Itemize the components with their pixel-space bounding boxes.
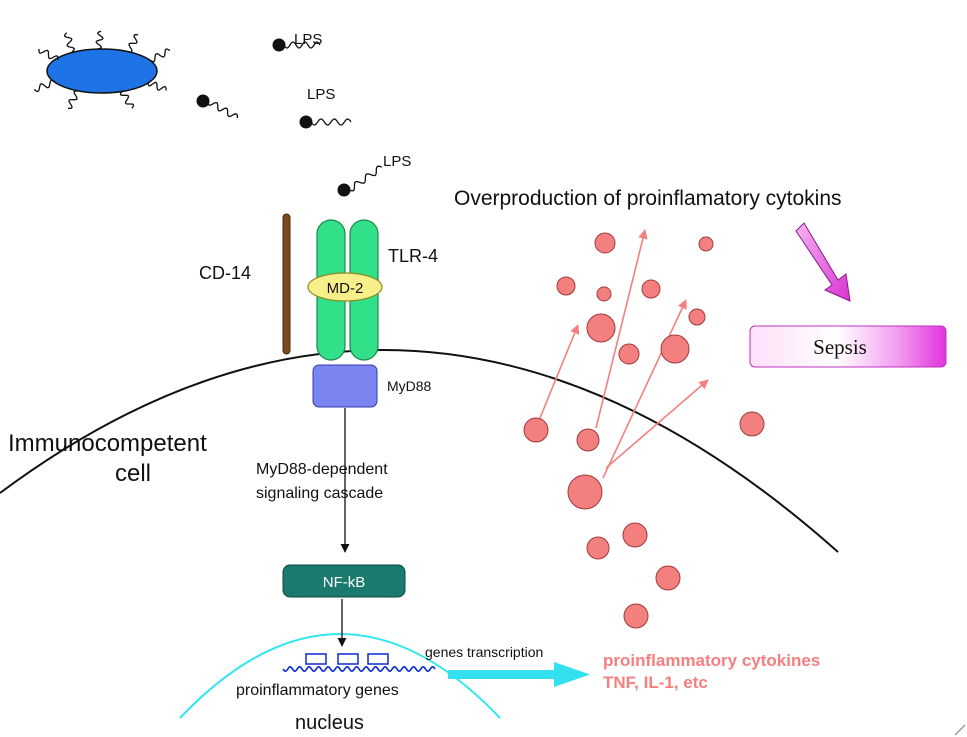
lps-tail (310, 118, 352, 126)
lps-label-3: LPS (383, 153, 411, 170)
sepsis-label: Sepsis (813, 335, 867, 359)
cell-label-line2: cell (115, 460, 151, 487)
cytokine-particle-icon (576, 428, 600, 452)
lps-squiggle (67, 90, 78, 110)
myd88-box (312, 364, 378, 408)
nfkb-label: NF-kB (323, 574, 366, 591)
cytokine-particle-icon (618, 343, 640, 365)
sepsis-arrow-icon (795, 222, 851, 302)
tlr4-label: TLR-4 (388, 246, 438, 266)
cell-membrane (0, 349, 839, 553)
myd88-label: MyD88 (387, 378, 432, 394)
cytokine-particle-icon (739, 411, 765, 437)
cytokine-particle-icon (660, 334, 690, 364)
lps-squiggles (33, 30, 171, 110)
md2-label: MD-2 (327, 280, 364, 297)
cytokine-particle-icon (596, 286, 612, 302)
lps-molecule-icon (272, 38, 321, 52)
cd14-receptor (282, 213, 291, 355)
cytokines-output-line2: TNF, IL-1, etc (603, 673, 708, 692)
lps-squiggle (33, 79, 56, 93)
lps-squiggle (95, 30, 104, 50)
cytokine-overproduction-title: Overproduction of proinflamatory cytokin… (454, 187, 842, 210)
cytokine-particle-icon (698, 236, 714, 252)
cytokine-particle-icon (556, 276, 576, 296)
cytokine-arrow-icon (539, 324, 580, 419)
cascade-label-line2: signaling cascade (256, 485, 383, 502)
cytokine-particle-icon (594, 232, 616, 254)
cytokines-output-line1: proinflammatory cytokines (603, 651, 820, 670)
lps-squiggle (128, 33, 139, 53)
cytokine-particle-icon (586, 313, 616, 343)
lps-label-1: LPS (294, 31, 322, 48)
transcription-arrow (448, 662, 590, 687)
cytokine-arrow-icon (605, 379, 709, 469)
md2-ellipse (307, 272, 383, 302)
lps-tail (283, 41, 321, 49)
lps-tail (207, 100, 239, 118)
genes-transcription-label: genes transcription (425, 644, 543, 660)
lps-squiggle (63, 32, 75, 53)
lps-molecule-icon (299, 115, 352, 129)
nfkb-box (282, 564, 406, 598)
lps-squiggle (119, 90, 135, 109)
cytokine-particle-icon (622, 522, 648, 548)
sepsis-box (749, 325, 947, 368)
cytokine-particle-icon (567, 474, 603, 510)
cytokine-particle-icon (586, 536, 610, 560)
bacterium-icon (46, 48, 158, 94)
dna-strand (282, 665, 436, 673)
lps-squiggle (149, 48, 171, 63)
page-corner-mark (954, 724, 966, 736)
genes-icon (305, 653, 389, 665)
lps-squiggle (38, 48, 59, 60)
lps-tail (348, 165, 383, 192)
cytokine-particle-icon (623, 603, 649, 629)
cytokine-release-arrows (539, 229, 709, 479)
cytokine-particle-icon (523, 417, 549, 443)
cytokine-particle-icon (655, 565, 681, 591)
cytokine-arrow-icon (595, 229, 648, 429)
nucleus-label: nucleus (295, 712, 364, 734)
lps-molecule-icon (196, 94, 239, 118)
lps-molecule-icon (337, 165, 383, 197)
lps-squiggle (147, 81, 167, 91)
cytokine-particles (523, 232, 765, 629)
cytokine-particle-icon (688, 308, 706, 326)
lps-label-2: LPS (307, 86, 335, 103)
cytokine-arrow-icon (602, 299, 687, 479)
lps-molecules (196, 38, 383, 197)
cell-label-line1: Immunocompetent (8, 430, 207, 457)
cascade-label-line1: MyD88-dependent (256, 461, 388, 478)
cytokine-particle-icon (641, 279, 661, 299)
cd14-label: CD-14 (199, 263, 251, 283)
proinflammatory-genes-label: proinflammatory genes (236, 682, 399, 699)
